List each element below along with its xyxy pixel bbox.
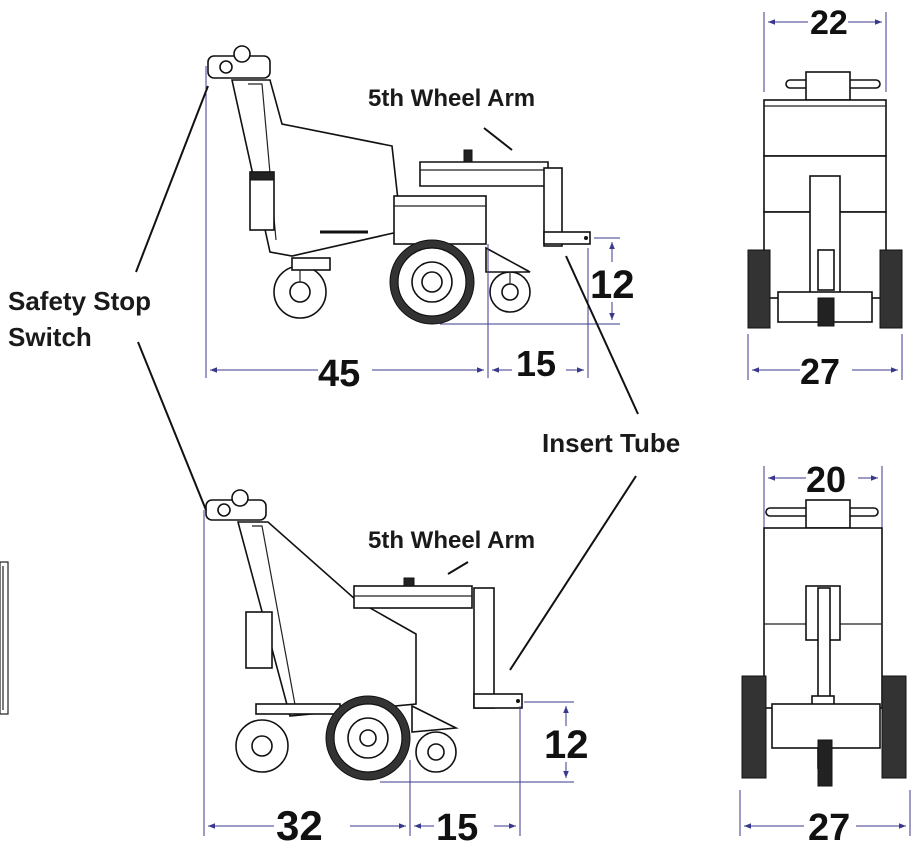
label-fifth-wheel-arm-bottom: 5th Wheel Arm xyxy=(368,527,535,554)
dim-top-height: 12 xyxy=(590,263,635,307)
top-front-view xyxy=(747,12,903,380)
left-edge-fragment xyxy=(0,561,9,715)
dim-top-front-width-top: 22 xyxy=(810,4,848,42)
bottom-front-view xyxy=(739,466,911,836)
callout-leaders xyxy=(135,85,639,671)
top-side-view xyxy=(207,45,591,325)
dim-bottom-height: 12 xyxy=(544,723,589,767)
label-safety-stop: Safety Stop xyxy=(8,286,151,316)
dim-bottom-front-width-top: 20 xyxy=(806,459,846,500)
dim-bottom-front-width-bottom: 27 xyxy=(808,807,850,844)
dim-bottom-length: 32 xyxy=(276,802,323,844)
label-switch: Switch xyxy=(8,322,92,352)
label-fifth-wheel-arm-top: 5th Wheel Arm xyxy=(368,85,535,112)
bottom-side-view xyxy=(205,489,523,781)
dim-top-length: 45 xyxy=(318,353,360,395)
dim-top-front-width-bottom: 27 xyxy=(800,351,840,392)
label-insert-tube: Insert Tube xyxy=(542,428,680,458)
dim-bottom-arm: 15 xyxy=(436,807,478,844)
bottom-side-dimensions xyxy=(203,510,574,836)
top-side-dimensions xyxy=(205,66,620,378)
dim-top-arm: 15 xyxy=(516,343,556,384)
